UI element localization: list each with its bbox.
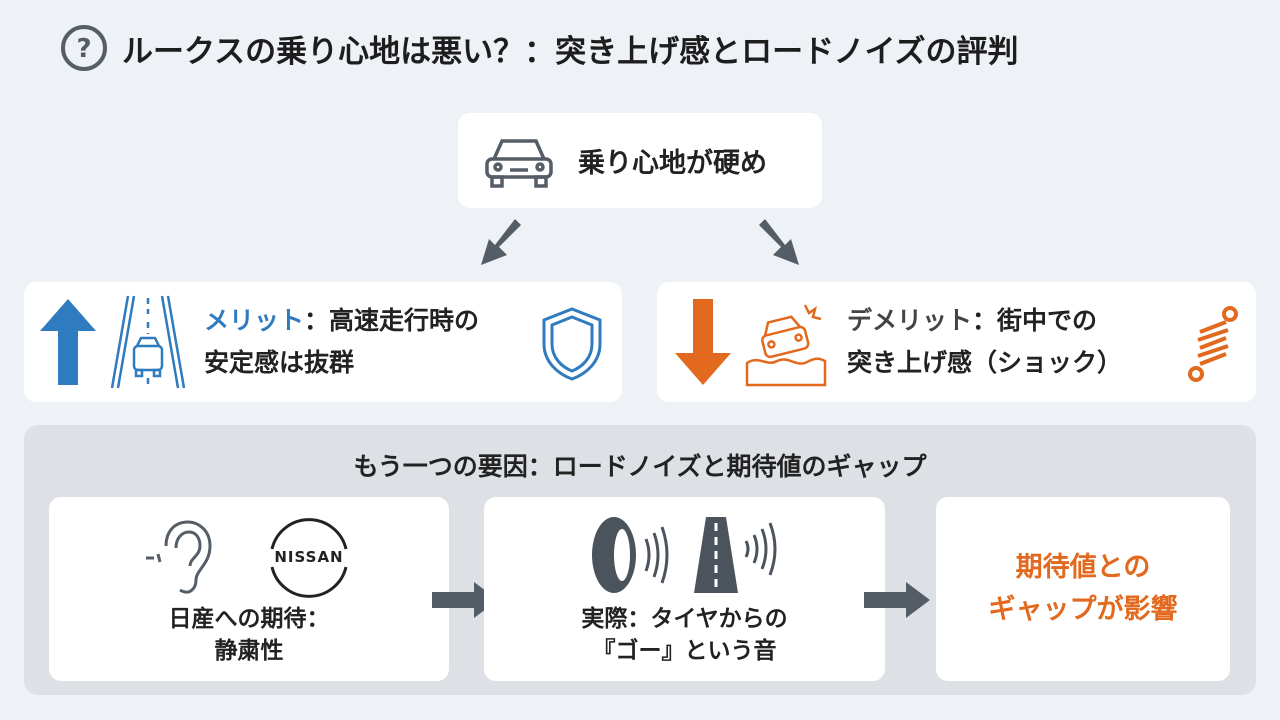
svg-text:?: ? xyxy=(76,34,91,64)
arrow-down-icon xyxy=(675,299,731,385)
demerit-line2: 突き上げ感（ショック） xyxy=(847,348,1123,377)
demerit-line1: ：街中での xyxy=(972,306,1098,335)
demerit-box: デメリット：街中での 突き上げ感（ショック） xyxy=(657,282,1256,402)
step3-line2: ギャップが影響 xyxy=(988,594,1178,625)
tire-icon xyxy=(591,517,668,593)
shield-icon xyxy=(542,307,602,381)
highway-car-icon xyxy=(110,295,186,389)
ear-icon xyxy=(146,520,212,594)
nissan-logo: NISSAN xyxy=(264,515,354,601)
step1-line2: 静粛性 xyxy=(214,638,284,664)
step2-line1: 実際：タイヤからの xyxy=(581,606,788,632)
header: ? ルークスの乗り心地は悪い？：突き上げ感とロードノイズの評判 xyxy=(60,22,1019,74)
merit-box: メリット：高速走行時の 安定感は抜群 xyxy=(24,282,622,402)
bump-car-icon xyxy=(745,304,827,387)
step-card-reality: 実際：タイヤからの『ゴー』という音 xyxy=(484,497,885,681)
car-icon xyxy=(485,138,553,188)
step3-line1: 期待値との xyxy=(1015,552,1151,583)
page-title: ルークスの乗り心地は悪い？：突き上げ感とロードノイズの評判 xyxy=(122,33,1019,70)
arrow-down-right-icon xyxy=(759,219,799,265)
arrow-up-icon xyxy=(40,299,96,385)
step-card-gap: 期待値とのギャップが影響 xyxy=(936,497,1230,681)
step2-line2: 『ゴー』という音 xyxy=(592,638,777,664)
question-icon: ? xyxy=(61,25,107,71)
step1-line1: 日産への期待： xyxy=(168,606,330,632)
merit-line2: 安定感は抜群 xyxy=(204,348,355,377)
road-sound-icon xyxy=(693,517,776,593)
arrow-down-left-icon xyxy=(481,219,521,265)
merit-line1: ：高速走行時の xyxy=(304,306,480,335)
top-box: 乗り心地が硬め xyxy=(458,113,822,208)
merit-label: メリット xyxy=(204,306,305,335)
nissan-logo-text: NISSAN xyxy=(274,548,344,566)
step-card-expectation: NISSAN 日産への期待： 静粛性 xyxy=(49,497,449,681)
arrow-right-icon xyxy=(432,582,498,618)
bottom-heading: もう一つの要因：ロードノイズと期待値のギャップ xyxy=(353,452,927,481)
arrow-right-icon xyxy=(864,582,930,618)
demerit-label: デメリット xyxy=(847,306,973,335)
spring-shock-icon xyxy=(1188,306,1238,382)
top-box-text: 乗り心地が硬め xyxy=(578,148,767,179)
